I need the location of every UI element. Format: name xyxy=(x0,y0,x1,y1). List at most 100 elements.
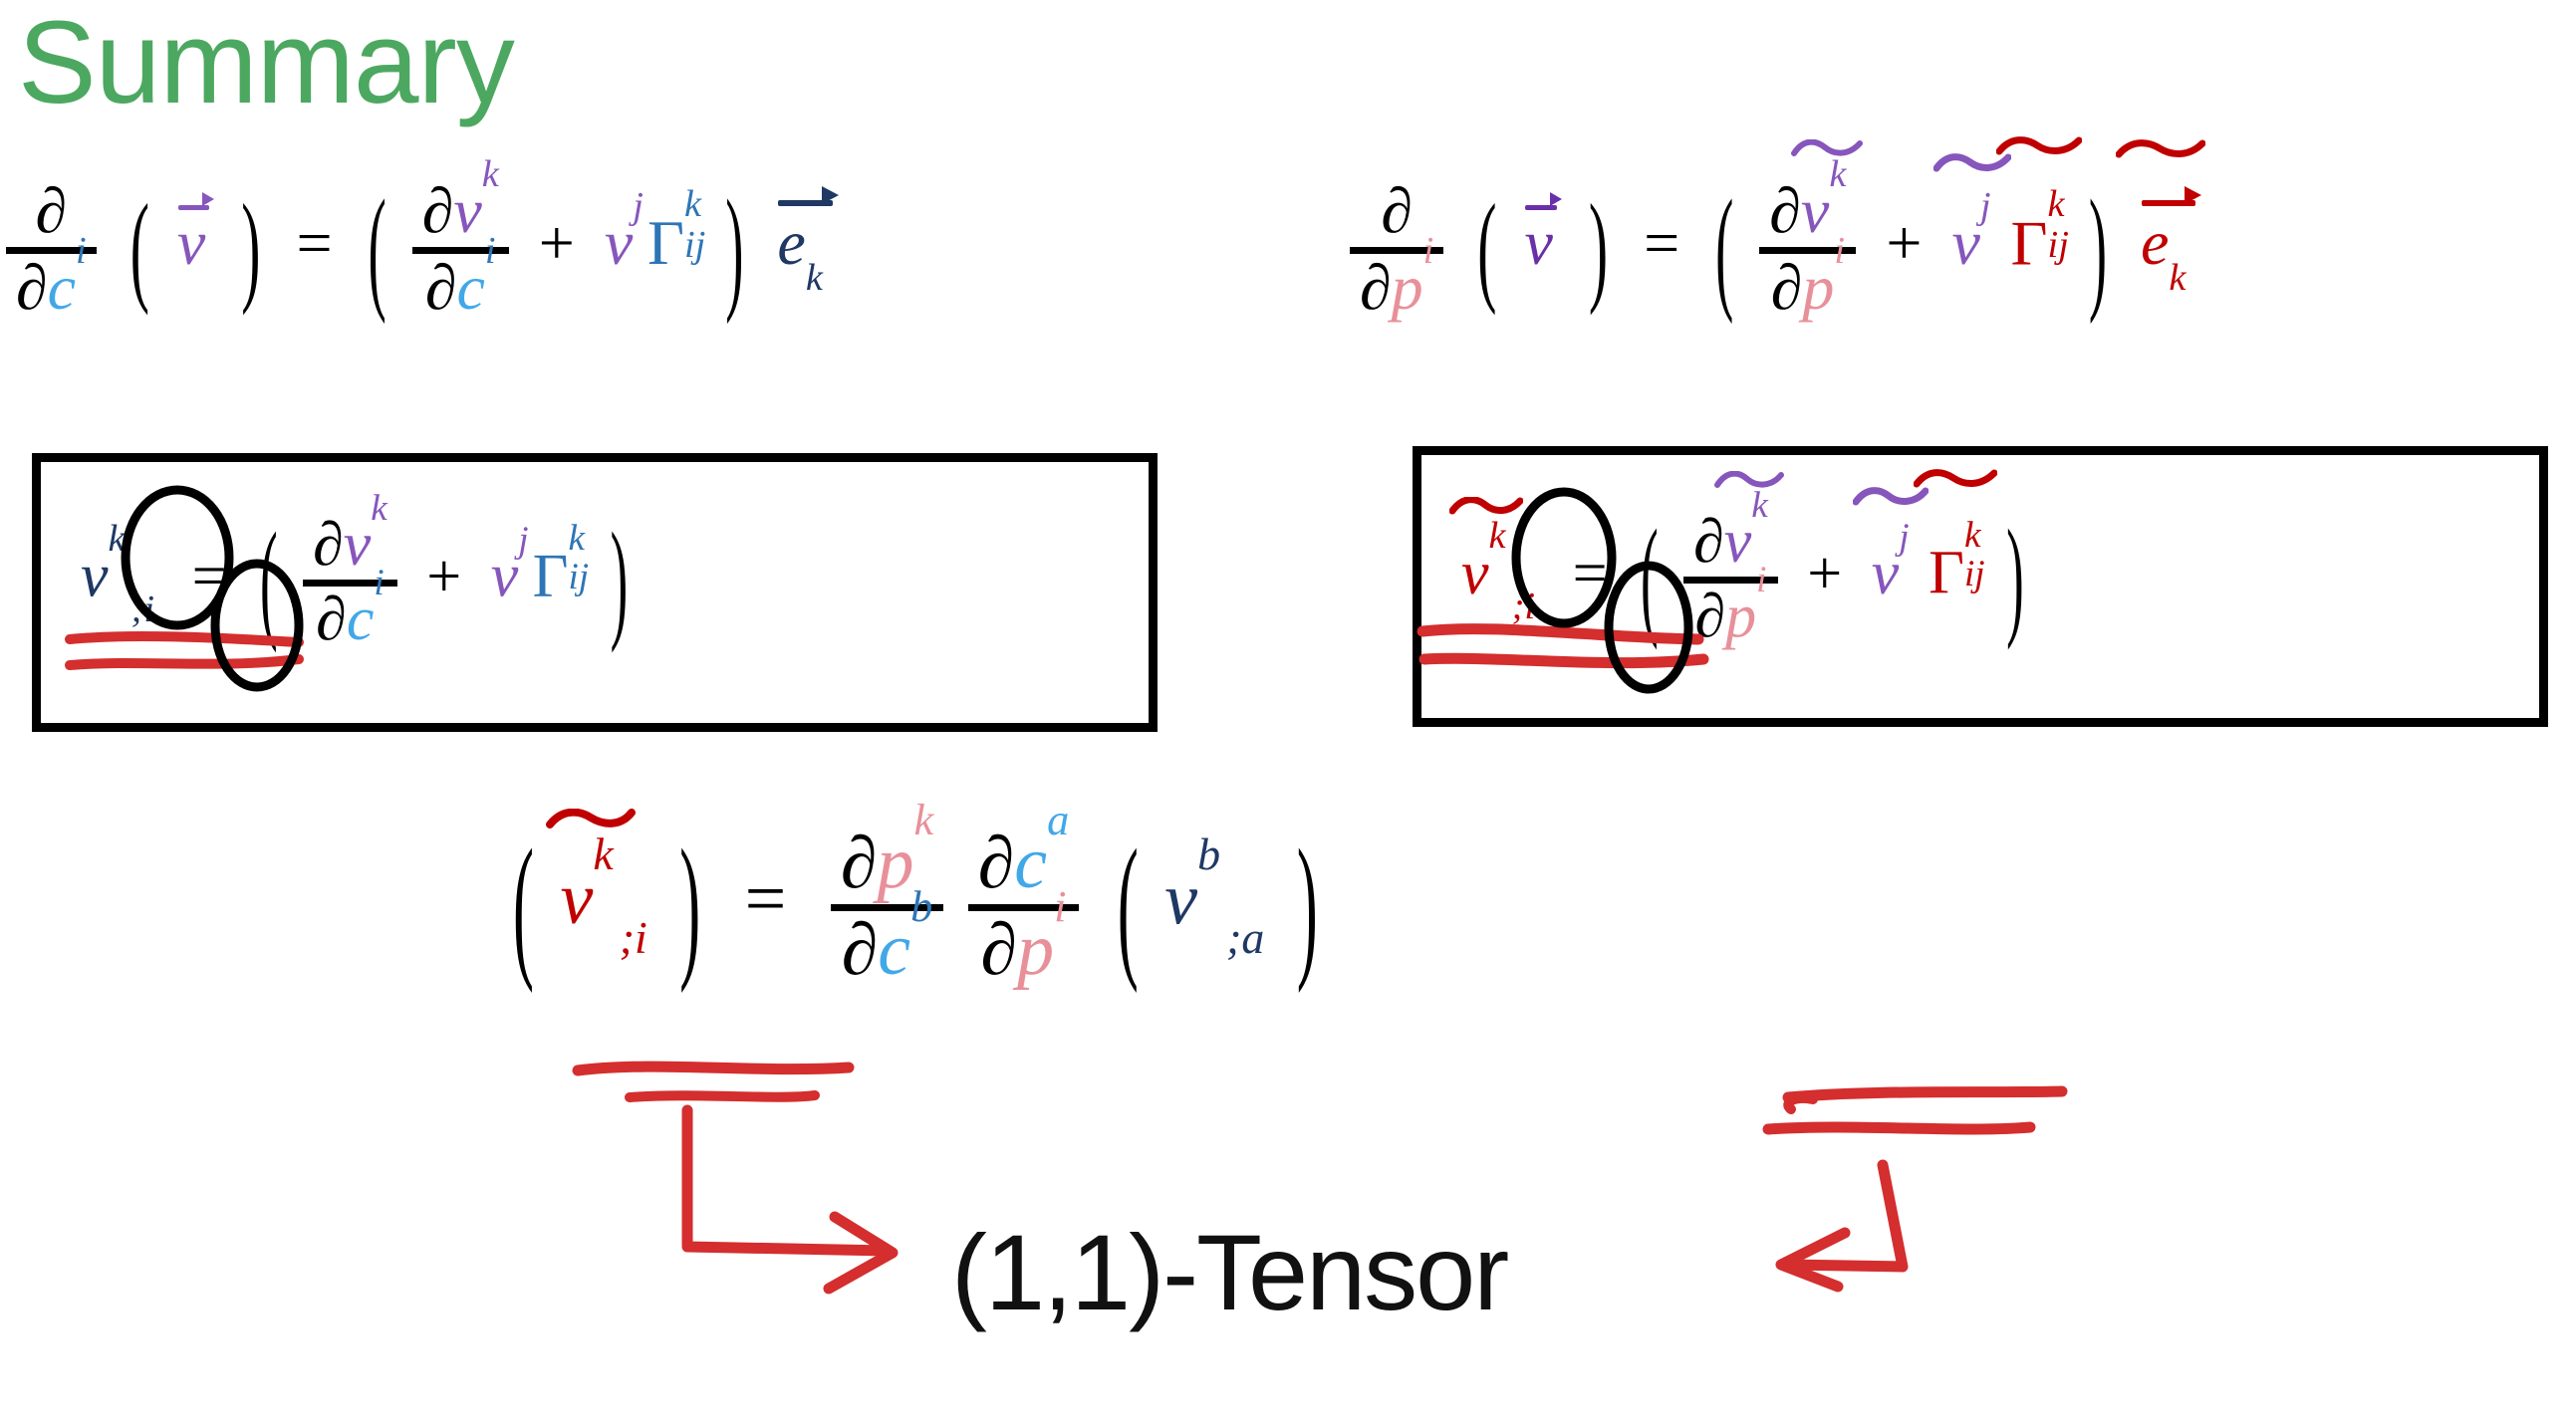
christoffel-symbol: Γ xyxy=(646,207,684,279)
tilde-icon xyxy=(1853,486,1930,506)
christoffel-symbol: Γ xyxy=(2010,207,2048,279)
partial-symbol: ∂ xyxy=(35,175,68,246)
index-a: a xyxy=(1047,794,1070,844)
partial-symbol: ∂ xyxy=(424,252,457,323)
index-i: i xyxy=(374,563,385,604)
tilde-icon xyxy=(1914,469,1998,488)
partial-symbol: ∂ xyxy=(313,511,344,579)
vector-v: v xyxy=(1524,192,1562,275)
index-j: j xyxy=(633,185,644,228)
open-paren: ( xyxy=(1477,181,1497,317)
partial-symbol: ∂ xyxy=(977,823,1015,904)
close-paren: ) xyxy=(610,507,629,655)
coordinate-p: p xyxy=(1725,583,1757,650)
upper-index-k: k xyxy=(1488,515,1506,558)
tilde-icon xyxy=(546,809,637,829)
fraction-bar xyxy=(303,580,397,587)
vector-component-v: v xyxy=(1951,207,1980,279)
open-paren: ( xyxy=(1641,504,1659,652)
denominator: ∂ci xyxy=(303,565,397,653)
arrow-head-curl-right xyxy=(1783,1093,1818,1114)
tilde-group-v-j: vj xyxy=(1932,153,2011,275)
plus-sign: + xyxy=(1886,207,1923,279)
red-underline-bottom-right xyxy=(1762,1121,2036,1135)
partial-symbol: ∂ xyxy=(1360,252,1392,323)
equals-sign: = xyxy=(296,207,333,279)
vector-component-v: v xyxy=(453,175,482,246)
equation-top-right: ∂ ∂pi ( v ) = ( ∂ vk ∂pi + vj xyxy=(1350,135,2206,326)
elbow-arrow-right xyxy=(681,1104,895,1257)
plus-sign: + xyxy=(538,207,575,279)
coordinate-p: p xyxy=(1391,252,1423,323)
vector-arrow-icon xyxy=(177,204,210,210)
lower-index-ij: ij xyxy=(2047,223,2069,266)
index-i: i xyxy=(1422,229,1434,272)
upper-index-k: k xyxy=(593,828,614,880)
christoffel-symbol: Γ xyxy=(532,542,569,610)
index-j: j xyxy=(1899,517,1910,559)
equals-sign: = xyxy=(1644,207,1680,279)
partial-derivative-fraction: ∂ vk ∂pi xyxy=(1759,139,1864,323)
upper-index-b: b xyxy=(1197,828,1221,880)
open-paren: ( xyxy=(260,507,278,655)
basis-vector-e: ek xyxy=(2141,185,2202,297)
partial-symbol: ∂ xyxy=(316,586,347,653)
tilde-icon xyxy=(1791,139,1864,156)
close-paren: ) xyxy=(2088,172,2108,326)
index-k: k xyxy=(913,794,934,844)
denominator: ∂cb xyxy=(831,884,943,987)
index-i: i xyxy=(1834,229,1845,272)
index-i: i xyxy=(1756,560,1767,601)
partial-derivative-fraction: ∂vk ∂ci xyxy=(411,155,509,323)
vector-component-v: v xyxy=(560,858,594,941)
boxed-equation-right-container: vk ;i = ( ∂ vk ∂pi + vj xyxy=(1413,446,2548,727)
vector-component-v: v xyxy=(604,207,634,279)
vector-component-v: v xyxy=(490,542,519,610)
vector-arrow-icon xyxy=(1525,204,1557,210)
partial-symbol: ∂ xyxy=(1381,175,1413,246)
upper-index-k: k xyxy=(2047,183,2065,226)
equation-top-left: ∂ ∂ci ( v ) = ( ∂vk ∂ci + vjΓ k ij ) ek xyxy=(6,155,839,326)
close-paren: ) xyxy=(725,172,744,326)
denominator: ∂pi xyxy=(1350,232,1443,320)
vector-arrow-icon xyxy=(2142,199,2196,206)
numerator: ∂vk xyxy=(412,155,509,243)
index-k: k xyxy=(2169,256,2187,299)
lower-index-semicolon-i: ;i xyxy=(130,588,155,630)
partial-symbol: ∂ xyxy=(421,175,454,246)
basis-vector-e: ek xyxy=(777,185,839,297)
tilde-icon xyxy=(1995,135,2082,155)
vector-arrow-icon xyxy=(2185,185,2202,204)
equals-sign: = xyxy=(1572,539,1608,607)
boxed-equation-left-container: vk;i = ( ∂vk ∂ci + vjΓ k ij ) xyxy=(32,453,1158,732)
equation-bottom-transformation: ( vk ;i ) = ∂pk ∂cb ∂ca ∂pi ( vb;a ) xyxy=(513,798,1318,995)
vector-arrow-icon xyxy=(1549,192,1562,206)
fraction-bar xyxy=(967,904,1080,911)
tilde-icon xyxy=(1448,496,1523,515)
upper-index-k: k xyxy=(568,518,585,560)
lhs-partial-fraction: ∂ ∂pi xyxy=(1350,175,1444,320)
open-paren: ( xyxy=(368,172,386,326)
page-title: Summary xyxy=(18,0,515,128)
tensor-type-label: (1,1)-Tensor xyxy=(951,1212,1509,1332)
open-paren: ( xyxy=(513,817,534,995)
lower-index-ij: ij xyxy=(568,557,590,598)
partial-symbol: ∂ xyxy=(841,909,879,991)
fraction-bar xyxy=(1350,247,1444,254)
partial-symbol: ∂ xyxy=(840,823,878,904)
coordinate-p: p xyxy=(1802,252,1835,323)
vector-v: v xyxy=(177,192,215,275)
close-paren: ) xyxy=(1588,181,1609,317)
tilde-icon xyxy=(1932,153,2011,172)
partial-symbol: ∂ xyxy=(1694,583,1726,650)
tilde-group-v-j: vj xyxy=(1853,486,1930,604)
index-i: i xyxy=(1054,880,1067,931)
denominator: ∂pi xyxy=(968,884,1080,987)
partial-derivative-fraction: ∂vk ∂ci xyxy=(303,490,397,653)
upper-index-k: k xyxy=(108,518,126,561)
partial-symbol: ∂ xyxy=(1693,508,1724,576)
coordinate-p: p xyxy=(877,823,914,904)
partial-symbol: ∂ xyxy=(980,909,1018,991)
fraction-bar xyxy=(6,247,97,254)
numerator: ∂ vk xyxy=(1759,139,1864,243)
